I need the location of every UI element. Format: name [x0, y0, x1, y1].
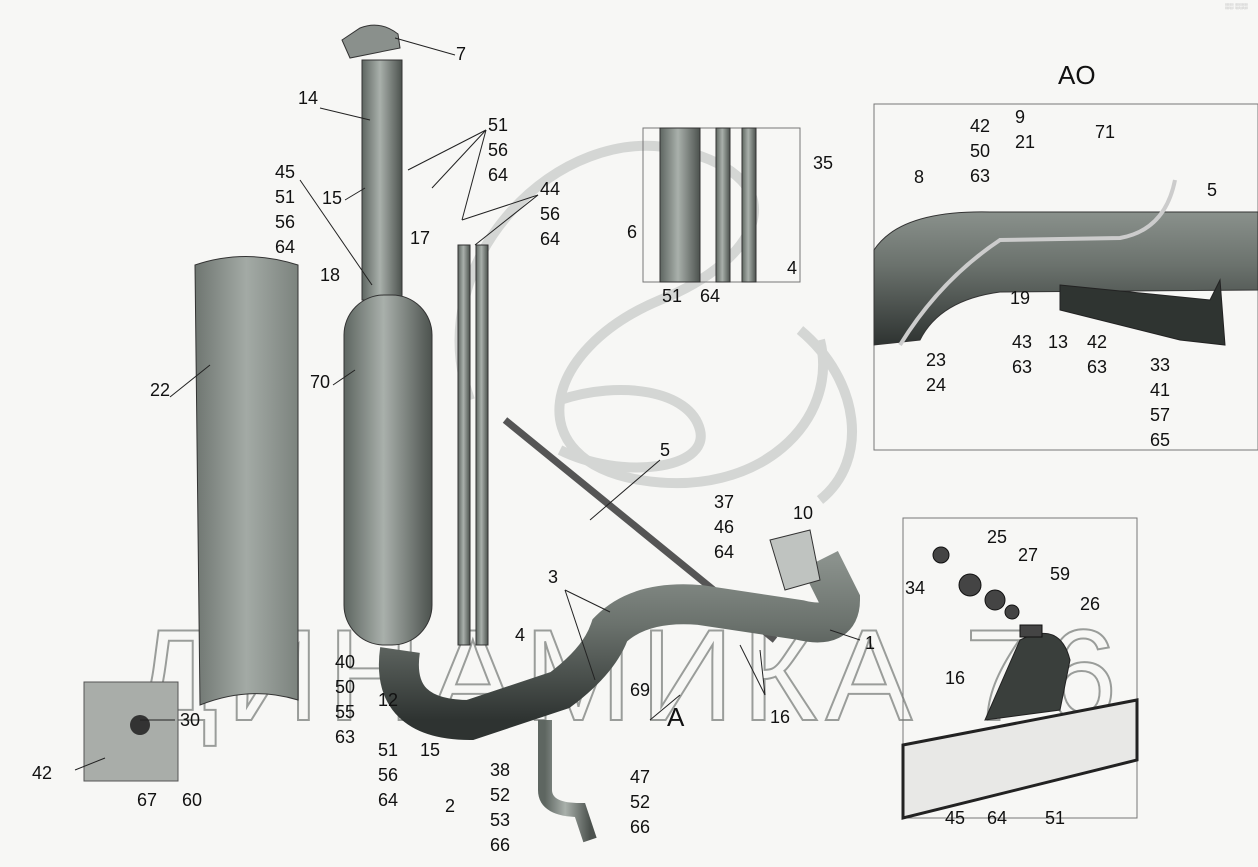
view-a-callout-23-24: 23 24	[926, 350, 947, 395]
callout-1: 1	[865, 633, 876, 653]
callout-51-inset: 51	[662, 286, 683, 306]
callout-51-56-64: 51 56 64	[488, 115, 509, 185]
callout-34: 34	[905, 578, 926, 598]
leader-lines	[74, 37, 861, 771]
callout-2: 2	[445, 796, 456, 816]
view-a-callout-9-21: 9 21	[1015, 107, 1036, 152]
callout-67: 67	[137, 790, 158, 810]
callout-30: 30	[180, 710, 201, 730]
callout-35: 35	[813, 153, 834, 173]
view-a-callout-13: 13	[1048, 332, 1069, 352]
callout-22: 22	[150, 380, 171, 400]
view-a-callout-42-63: 42 63	[1087, 332, 1108, 377]
callout-40-50-55-63: 40 50 55 63	[335, 652, 356, 747]
callout-44-56-64: 44 56 64	[540, 179, 561, 249]
logo-swirl	[454, 140, 857, 504]
view-a-arrow-label: A	[667, 702, 685, 732]
callout-59: 59	[1050, 564, 1071, 584]
callout-4-inset: 4	[787, 258, 798, 278]
callout-18: 18	[320, 265, 341, 285]
callout-14: 14	[298, 88, 319, 108]
callout-26: 26	[1080, 594, 1101, 614]
callout-12: 12	[378, 690, 399, 710]
detail-mount-box	[902, 517, 1138, 819]
view-a-callout-43-63: 43 63	[1012, 332, 1033, 377]
callout-25: 25	[987, 527, 1008, 547]
callout-51-detail: 51	[1045, 808, 1066, 828]
callout-4: 4	[515, 625, 526, 645]
callout-10: 10	[793, 503, 814, 523]
callout-45-detail: 45	[945, 808, 966, 828]
view-a-callout-19: 19	[1010, 288, 1031, 308]
callout-64-inset: 64	[700, 286, 721, 306]
muffler	[343, 294, 433, 646]
heat-shield	[194, 256, 299, 706]
callout-16: 16	[770, 707, 791, 727]
view-a-callout-5: 5	[1207, 180, 1218, 200]
callout-70: 70	[310, 372, 331, 392]
detail-clamp-box	[83, 681, 179, 782]
view-a-callout-33-41-57-65: 33 41 57 65	[1150, 355, 1171, 450]
callout-42: 42	[32, 763, 53, 783]
rain-cap	[341, 24, 401, 59]
callout-64-detail: 64	[987, 808, 1008, 828]
view-a-callout-42-50-63: 42 50 63	[970, 116, 991, 186]
callout-37-46-64: 37 46 64	[714, 492, 735, 562]
view-a-callout-8: 8	[914, 167, 925, 187]
view-a-callout-71: 71	[1095, 122, 1116, 142]
callout-45-51-56-64: 45 51 56 64	[275, 162, 296, 257]
callout-17: 17	[410, 228, 431, 248]
callout-7: 7	[456, 44, 467, 64]
callout-5: 5	[660, 440, 671, 460]
corner-mark: ░░ ░░░	[1225, 4, 1248, 10]
callout-51-56-64-bottom: 51 56 64	[378, 740, 399, 810]
callout-27: 27	[1018, 545, 1039, 565]
view-a-title: AO	[1058, 60, 1096, 90]
callout-3: 3	[548, 567, 559, 587]
callout-38-52-53-66: 38 52 53 66	[490, 760, 511, 855]
callout-15-bottom: 15	[420, 740, 441, 760]
callout-15: 15	[322, 188, 343, 208]
callout-69: 69	[630, 680, 651, 700]
callout-60: 60	[182, 790, 203, 810]
callout-6: 6	[627, 222, 638, 242]
callout-16-detail: 16	[945, 668, 966, 688]
callout-47-52-66: 47 52 66	[630, 767, 651, 837]
